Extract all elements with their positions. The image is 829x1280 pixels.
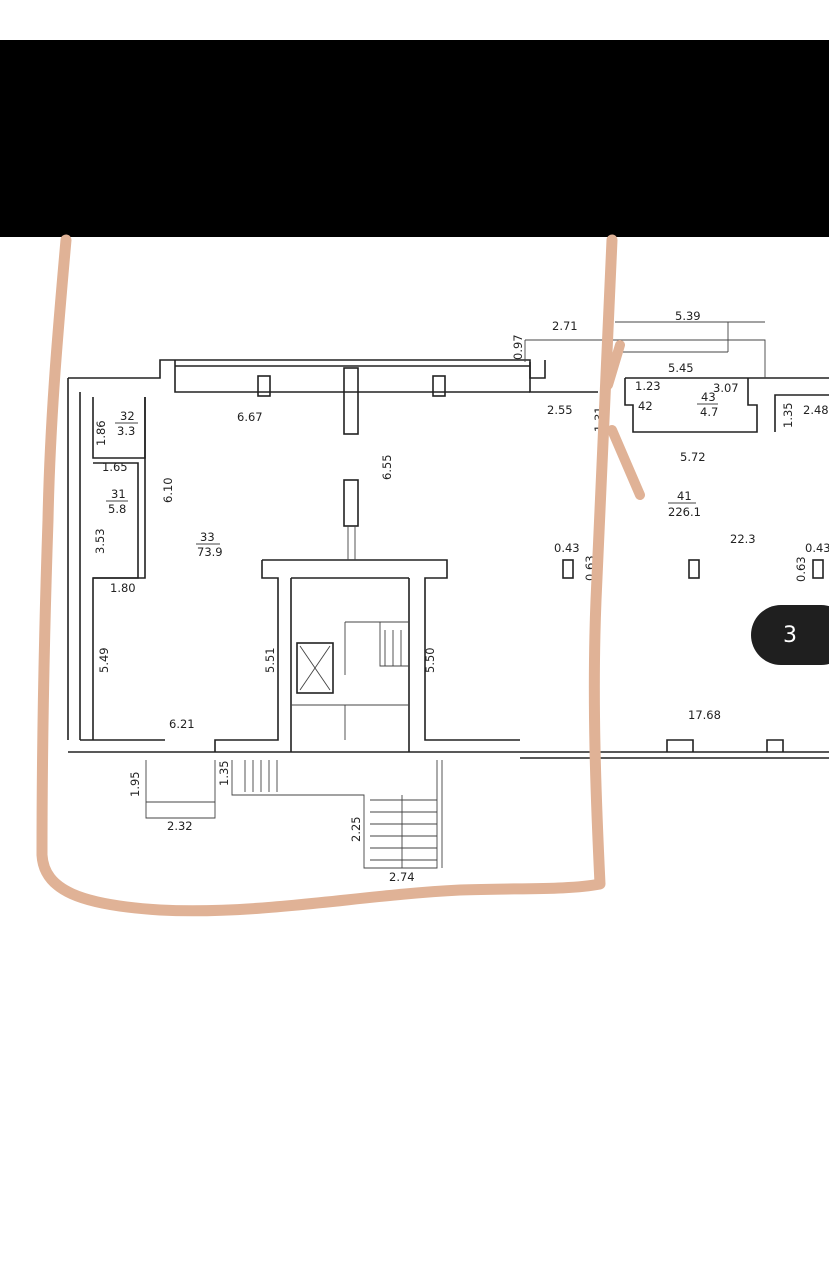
dim-label: 1.86 xyxy=(94,420,108,446)
room-number: 41 xyxy=(677,489,692,503)
dim-label: 5.49 xyxy=(97,647,111,673)
dim-label: 5.39 xyxy=(675,309,701,323)
dim-label: 2.55 xyxy=(547,403,573,417)
dim-label: 5.50 xyxy=(423,647,437,673)
dim-label: 5.72 xyxy=(680,450,706,464)
dim-label: 1.65 xyxy=(102,460,128,474)
dim-label: 1.35 xyxy=(781,402,795,428)
room-number: 31 xyxy=(111,487,126,501)
dim-label: 17.68 xyxy=(688,708,721,722)
page-number: 3 xyxy=(783,622,797,648)
dim-label: 0.63 xyxy=(794,556,808,582)
dim-label: 6.21 xyxy=(169,717,195,731)
dim-label: 2.71 xyxy=(552,319,578,333)
dim-label: 5.45 xyxy=(668,361,694,375)
dim-label: 2.74 xyxy=(389,870,415,884)
redacted-header-bar xyxy=(0,40,829,237)
dim-label: 0.97 xyxy=(511,334,525,360)
room-area: 4.7 xyxy=(700,405,718,419)
dim-label: 0.43 xyxy=(554,541,580,555)
room-area: 3.3 xyxy=(117,424,135,438)
dimension-labels: 0.97 2.71 5.39 5.45 1.23 3.07 42 43 4.7 … xyxy=(93,309,829,884)
room-number: 43 xyxy=(701,390,716,404)
dim-label: 2.32 xyxy=(167,819,193,833)
dim-label: 6.55 xyxy=(380,454,394,480)
room-area: 5.8 xyxy=(108,502,126,516)
elevator-icon xyxy=(296,642,334,694)
dim-label: 5.51 xyxy=(263,647,277,673)
room-number: 42 xyxy=(638,399,653,413)
dim-label: 2.25 xyxy=(349,816,363,842)
dim-label: 6.10 xyxy=(161,477,175,503)
dim-label: 1.95 xyxy=(128,771,142,797)
dim-label: 0.43 xyxy=(805,541,829,555)
dim-label: 22.3 xyxy=(730,532,756,546)
page-number-badge[interactable]: 3 xyxy=(751,605,829,665)
room-number: 33 xyxy=(200,530,215,544)
walls xyxy=(67,321,829,869)
room-area: 226.1 xyxy=(668,505,701,519)
dim-label: 3.53 xyxy=(93,528,107,554)
dim-label: 1.80 xyxy=(110,581,136,595)
dim-label: 1.23 xyxy=(635,379,661,393)
dim-label: 6.67 xyxy=(237,410,263,424)
room-area: 73.9 xyxy=(197,545,223,559)
dim-label: 1.35 xyxy=(217,760,231,786)
room-number: 32 xyxy=(120,409,135,423)
dim-label: 3.07 xyxy=(713,381,739,395)
hand-drawn-mark xyxy=(603,340,645,500)
hand-drawn-outline xyxy=(36,234,618,917)
dim-label: 2.48 xyxy=(803,403,829,417)
